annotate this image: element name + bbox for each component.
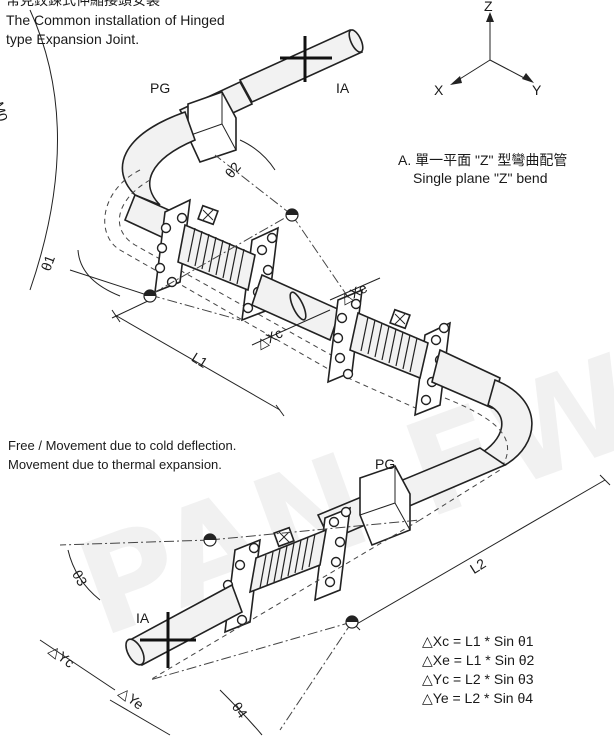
- formula-dye: △Ye = L2 * Sin θ4: [422, 690, 534, 706]
- anchor-cross-top: [280, 36, 332, 82]
- pg-top-label: PG: [150, 80, 171, 96]
- header-title-line3: type Expansion Joint.: [6, 31, 140, 47]
- middle-pipe-ring: [289, 291, 307, 321]
- anchor-cross-bottom: [140, 612, 196, 668]
- axis-z-label: Z: [484, 0, 493, 14]
- header-title-zh: 常見鉸鍊式伸縮接頭安裝: [6, 0, 160, 8]
- upper-elbow: [121, 110, 197, 206]
- deflected-path-upper: [104, 169, 421, 411]
- axis-x-label: X: [434, 82, 444, 98]
- note-line2: Movement due to thermal expansion.: [8, 457, 222, 472]
- axis-y-label: Y: [532, 82, 542, 98]
- deflected-path-lower: [149, 519, 421, 681]
- header-title-line2: The Common installation of Hinged: [6, 12, 225, 28]
- pg-mid-label: PG: [375, 456, 396, 472]
- bend-title-zh: A. 單一平面 "Z" 型彎曲配管: [398, 152, 568, 168]
- bend-title-en: Single plane "Z" bend: [413, 170, 548, 186]
- expansion-joint-2: [327, 288, 451, 417]
- formula-dyc: △Yc = L2 * Sin θ3: [422, 671, 534, 687]
- note-line1: Free / Movement due to cold deflection.: [8, 438, 237, 453]
- ia-bottom-label: IA: [136, 610, 150, 626]
- m0-arc: [29, 9, 58, 291]
- formula-dxe: △Xe = L1 * Sin θ2: [422, 652, 535, 668]
- formula-dxc: △Xc = L1 * Sin θ1: [422, 633, 534, 649]
- ia-top-label: IA: [336, 80, 350, 96]
- deflected-path-upper-2: [118, 179, 341, 361]
- pipe-guide-mid: [359, 465, 411, 547]
- pivot-markers: [143, 208, 359, 629]
- lower-left-pipe: [125, 583, 243, 667]
- coordinate-axes: [450, 12, 534, 85]
